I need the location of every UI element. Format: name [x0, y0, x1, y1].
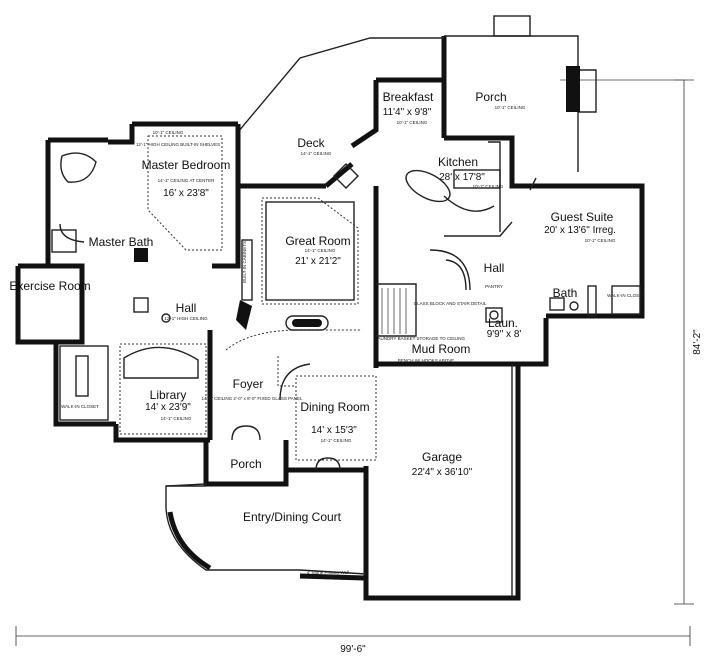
size-great-room: 21' x 21'2": [295, 256, 341, 267]
note-privacy-wall: 4' Stone Privacy Wall: [307, 570, 349, 575]
size-kitchen: 28' x 17'8": [439, 172, 485, 183]
note-library: 14'-1" CEILING: [161, 416, 192, 421]
size-guest-suite: 20' x 13'6" Irreg.: [544, 225, 616, 236]
note-porch-rear: 10'-1" CEILING: [495, 105, 526, 110]
label-master-bedroom: Master Bedroom: [142, 158, 231, 172]
note-great-room: 14'-1" CEILING: [305, 248, 336, 253]
label-hall-right: Hall: [484, 261, 505, 275]
label-mud-room: Mud Room: [412, 342, 471, 356]
size-master-bedroom: 16' x 23'8": [163, 188, 209, 199]
size-breakfast: 11'4" x 9'8": [383, 107, 432, 118]
label-deck: Deck: [297, 136, 325, 150]
note-walkin-left: WALK-IN CLOSET: [61, 404, 99, 409]
dimension-width: 99'-6": [340, 644, 366, 655]
note-built-in: BUILT-IN CABINETS: [242, 241, 247, 283]
room-labels: Porch 10'-1" CEILING Breakfast 11'4" x 9…: [9, 90, 645, 575]
note-guest-closet: WALK-IN CLOSET: [607, 293, 645, 298]
label-dining-room: Dining Room: [300, 400, 369, 414]
size-library: 14' x 23'9": [145, 402, 191, 413]
label-master-bath: Master Bath: [89, 235, 154, 249]
label-hall-left: Hall: [176, 301, 197, 315]
size-dining-room: 14' x 15'3": [311, 425, 357, 436]
label-exercise: Exercise Room: [9, 279, 90, 293]
note-deck: 14'-1" CEILING: [301, 151, 332, 156]
note-glass-block: GLASS BLOCK AND STAIR DETAIL: [414, 301, 487, 306]
note-bench: BENCH W/ HOOKS ABOVE: [398, 358, 455, 363]
size-laundry: 9'9" x 8': [487, 329, 522, 340]
note-hall-left: 12'-1" HIGH CEILING: [164, 316, 208, 321]
label-garage: Garage: [422, 450, 462, 464]
label-great-room: Great Room: [285, 234, 350, 248]
note-foyer: 14'-1" CEILING 2'-0" x 8'-0" FIXED GLASS…: [201, 396, 303, 401]
walls: [15, 15, 645, 601]
note-breakfast: 10'-1" CEILING: [397, 120, 428, 125]
note-guest-suite: 10'-1" CEILING: [585, 238, 616, 243]
label-library: Library: [150, 388, 187, 402]
label-kitchen: Kitchen: [438, 155, 478, 169]
note-pantry: PANTRY: [485, 284, 503, 289]
note-laundry-basket: LAUNDRY BASKET STORAGE TO CEILING: [375, 336, 466, 341]
label-breakfast: Breakfast: [383, 90, 434, 104]
dimension-depth: 84'-2": [692, 329, 703, 355]
interior-detail: [51, 135, 641, 471]
label-entry-court: Entry/Dining Court: [243, 510, 342, 524]
label-foyer: Foyer: [233, 377, 264, 391]
note-kitchen: 10'-1" CEILING: [473, 184, 504, 189]
label-porch-rear: Porch: [475, 90, 506, 104]
note-master-shelves: 12'-1" HIGH CEILING BUILT-IN SHELVES: [136, 142, 220, 147]
note-dining-room: 14'-1" CEILING: [321, 438, 352, 443]
label-laundry: Laun.: [488, 316, 518, 330]
note-master-bedroom: 14'-1" CEILING AT CENTER: [158, 178, 216, 183]
note-master-top: 10'-1" CEILING: [153, 130, 184, 135]
dimension-lines: [15, 79, 694, 646]
label-bath: Bath: [553, 286, 578, 300]
label-porch-front: Porch: [230, 457, 261, 471]
label-guest-suite: Guest Suite: [551, 210, 614, 224]
size-garage: 22'4" x 36'10": [412, 467, 473, 478]
